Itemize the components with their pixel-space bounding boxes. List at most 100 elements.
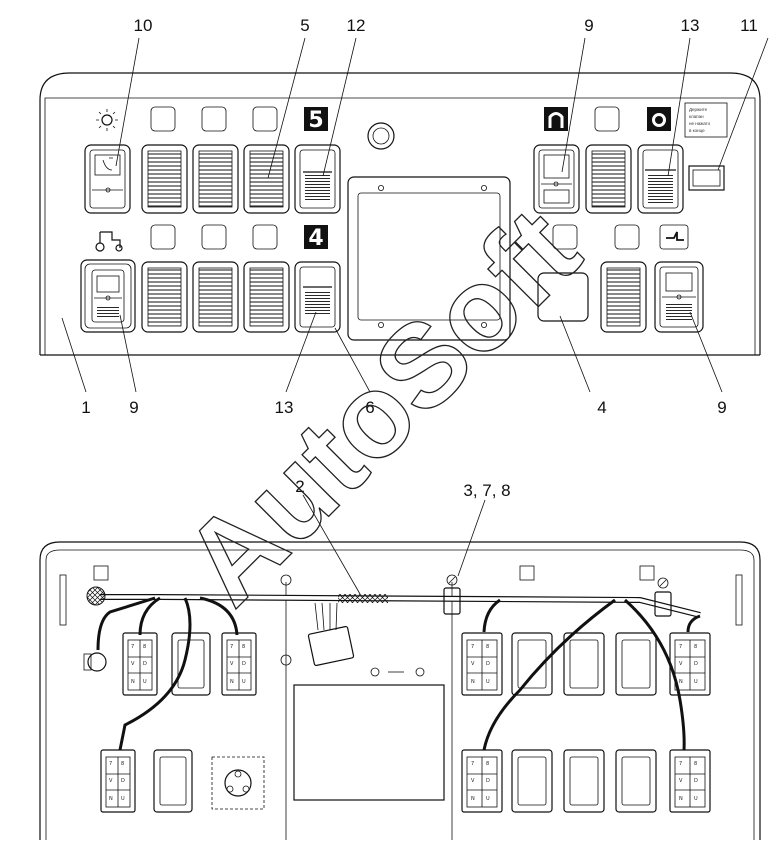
svg-text:8: 8 (242, 644, 245, 650)
svg-text:7: 7 (679, 644, 682, 650)
switch-upper-3[interactable] (192, 144, 239, 214)
switch-lower-2[interactable] (141, 261, 188, 333)
svg-text:U: U (694, 679, 698, 685)
svg-text:9: 9 (584, 16, 593, 35)
switch-6[interactable] (294, 261, 341, 333)
svg-text:4: 4 (597, 398, 606, 417)
svg-text:V: V (131, 661, 135, 667)
plug-1: 7 8 V D N U (122, 632, 158, 696)
display-window (347, 176, 511, 341)
svg-text:8: 8 (694, 644, 697, 650)
svg-text:7: 7 (230, 644, 233, 650)
harness-clamp-1 (443, 574, 461, 615)
svg-text:13: 13 (681, 16, 700, 35)
svg-text:V: V (471, 778, 475, 784)
svg-text:9: 9 (129, 398, 138, 417)
rear-display-housing (293, 684, 445, 801)
front-callouts: 10 5 12 9 13 11 1 9 13 6 4 9 (81, 16, 758, 417)
harness-clamp-2 (654, 577, 672, 617)
svg-text:N: N (679, 796, 683, 802)
svg-text:D: D (486, 661, 490, 667)
svg-text:AutoSoft: AutoSoft (159, 184, 605, 630)
svg-text:D: D (694, 661, 698, 667)
svg-text:8: 8 (143, 644, 146, 650)
svg-text:в конце: в конце (689, 128, 705, 133)
svg-text:D: D (242, 661, 246, 667)
lightning-icon (659, 224, 689, 250)
svg-text:10: 10 (134, 16, 153, 35)
plug-6: 7 8 V D N U (461, 749, 503, 813)
svg-text:U: U (694, 796, 698, 802)
trailer-brake-icon (544, 107, 568, 131)
svg-text:N: N (679, 679, 683, 685)
switch-upper-2[interactable] (141, 144, 188, 214)
switch-9-left[interactable] (80, 259, 136, 333)
front-panel: 5 4 Держите клапан не нажато в конце (39, 72, 761, 356)
indicator-4 (537, 272, 589, 322)
svg-text:U: U (143, 679, 147, 685)
sun-icon (96, 109, 118, 131)
center-connector (307, 602, 355, 667)
lamp-indicator-11 (688, 165, 725, 191)
digit-4-indicator: 4 (304, 225, 328, 251)
svg-text:5: 5 (300, 16, 309, 35)
beacon-icon (647, 107, 671, 131)
svg-text:Держите: Держите (689, 107, 708, 112)
switch-lower-6[interactable] (600, 261, 647, 333)
switch-13-top[interactable] (637, 144, 684, 214)
svg-text:U: U (121, 796, 125, 802)
three-pin-socket (211, 756, 265, 810)
switch-lower-3[interactable] (192, 261, 239, 333)
svg-text:U: U (486, 679, 490, 685)
switch-lower-4[interactable] (243, 261, 290, 333)
svg-text:N: N (131, 679, 135, 685)
indicator-squares (150, 106, 640, 250)
switch-9-top[interactable] (533, 144, 580, 214)
hydraulics-icon (95, 231, 123, 252)
svg-text:1: 1 (81, 398, 90, 417)
svg-text:9: 9 (717, 398, 726, 417)
rear-callouts: 2 3, 7, 8 (295, 477, 511, 595)
svg-text:V: V (679, 778, 683, 784)
switch-12[interactable] (294, 144, 341, 214)
plug-5: 7 8 V D N U (669, 632, 711, 696)
rear-panel: 7 8 V D N U 7 8 V D N U 7 8 V D N U 7 8 (39, 541, 761, 840)
svg-text:2: 2 (295, 477, 304, 496)
svg-text:D: D (486, 778, 490, 784)
svg-text:6: 6 (365, 398, 374, 417)
switch-5[interactable] (243, 144, 290, 214)
svg-text:N: N (230, 679, 234, 685)
svg-text:V: V (230, 661, 234, 667)
svg-text:8: 8 (486, 761, 489, 767)
svg-text:7: 7 (679, 761, 682, 767)
svg-text:5: 5 (308, 108, 323, 133)
svg-text:12: 12 (347, 16, 366, 35)
svg-text:U: U (486, 796, 490, 802)
svg-text:7: 7 (471, 761, 474, 767)
switch-9-right[interactable] (654, 261, 704, 333)
empty-sockets (153, 632, 657, 813)
svg-text:D: D (143, 661, 147, 667)
svg-text:V: V (679, 661, 683, 667)
ground-lug (83, 652, 107, 672)
svg-text:8: 8 (694, 761, 697, 767)
svg-text:8: 8 (121, 761, 124, 767)
svg-text:7: 7 (131, 644, 134, 650)
svg-text:клапан: клапан (689, 114, 704, 119)
svg-text:8: 8 (486, 644, 489, 650)
svg-text:7: 7 (109, 761, 112, 767)
digit-5-indicator: 5 (304, 107, 328, 133)
svg-text:D: D (121, 778, 125, 784)
svg-text:N: N (471, 796, 475, 802)
svg-text:V: V (109, 778, 113, 784)
svg-text:11: 11 (740, 16, 758, 35)
svg-text:7: 7 (471, 644, 474, 650)
switch-10[interactable] (84, 144, 131, 214)
front-leaders (61, 37, 769, 393)
switch-upper-7[interactable] (585, 144, 632, 214)
svg-text:не нажато: не нажато (689, 121, 711, 126)
